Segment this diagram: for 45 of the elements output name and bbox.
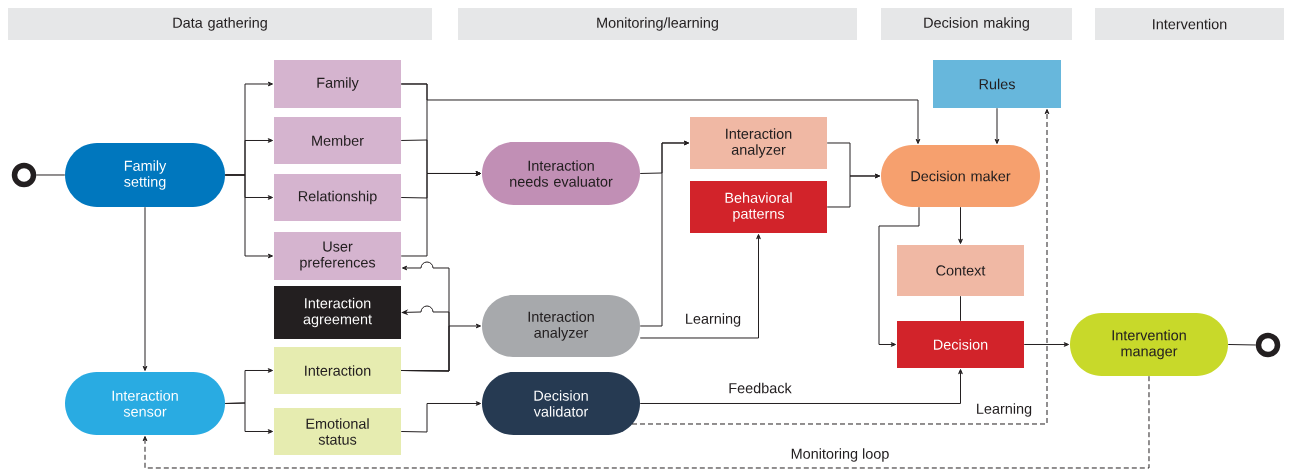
process-pill: Intervention manager xyxy=(1070,313,1228,376)
arrow xyxy=(400,171,482,257)
stage-band: Decision making xyxy=(881,8,1072,40)
data-box: Family xyxy=(274,60,401,108)
arrow xyxy=(224,402,274,434)
arrow xyxy=(224,174,274,259)
arrow xyxy=(639,140,690,327)
arrow xyxy=(631,108,1050,425)
process-pill: Interaction needs evaluator xyxy=(482,142,640,205)
arrow xyxy=(958,206,963,244)
data-box: User preferences xyxy=(274,232,401,280)
arrow xyxy=(826,173,881,208)
start-circle xyxy=(11,162,37,188)
stage-band: Monitoring/learning xyxy=(458,8,857,40)
edge-label: Feedback xyxy=(727,381,793,395)
process-pill: Decision maker xyxy=(881,145,1040,207)
arrow xyxy=(142,206,148,371)
process-box: Interaction analyzer xyxy=(690,117,827,169)
process-pill: Interaction sensor xyxy=(65,372,225,435)
process-box: Behavioral patterns xyxy=(690,181,827,233)
stage-band: Data gathering xyxy=(8,8,432,40)
process-pill: Decision validator xyxy=(482,372,640,435)
data-box: Interaction xyxy=(274,347,401,394)
arrow xyxy=(878,206,920,347)
process-pill: Interaction analyzer xyxy=(482,295,640,357)
process-box: Rules xyxy=(933,60,1061,108)
arrow xyxy=(400,305,450,372)
data-box: Member xyxy=(274,117,401,164)
data-box: Emotional status xyxy=(274,408,401,455)
stage-band: Intervention xyxy=(1095,8,1284,40)
data-box: Interaction agreement xyxy=(274,286,401,339)
process-box: Decision xyxy=(897,321,1024,368)
arrow xyxy=(639,368,963,404)
arrow xyxy=(639,233,761,339)
data-box: Relationship xyxy=(274,174,401,221)
arrow xyxy=(142,375,1150,469)
process-box: Context xyxy=(897,245,1024,296)
edge-label: Learning xyxy=(974,402,1034,418)
arrow xyxy=(1023,342,1070,347)
process-pill: Family setting xyxy=(65,143,225,207)
edge-label: Learning xyxy=(683,312,743,328)
arrow xyxy=(994,107,1000,145)
edge-label: Monitoring loop xyxy=(789,447,891,463)
end-circle xyxy=(1255,332,1281,358)
arrow xyxy=(400,401,482,433)
